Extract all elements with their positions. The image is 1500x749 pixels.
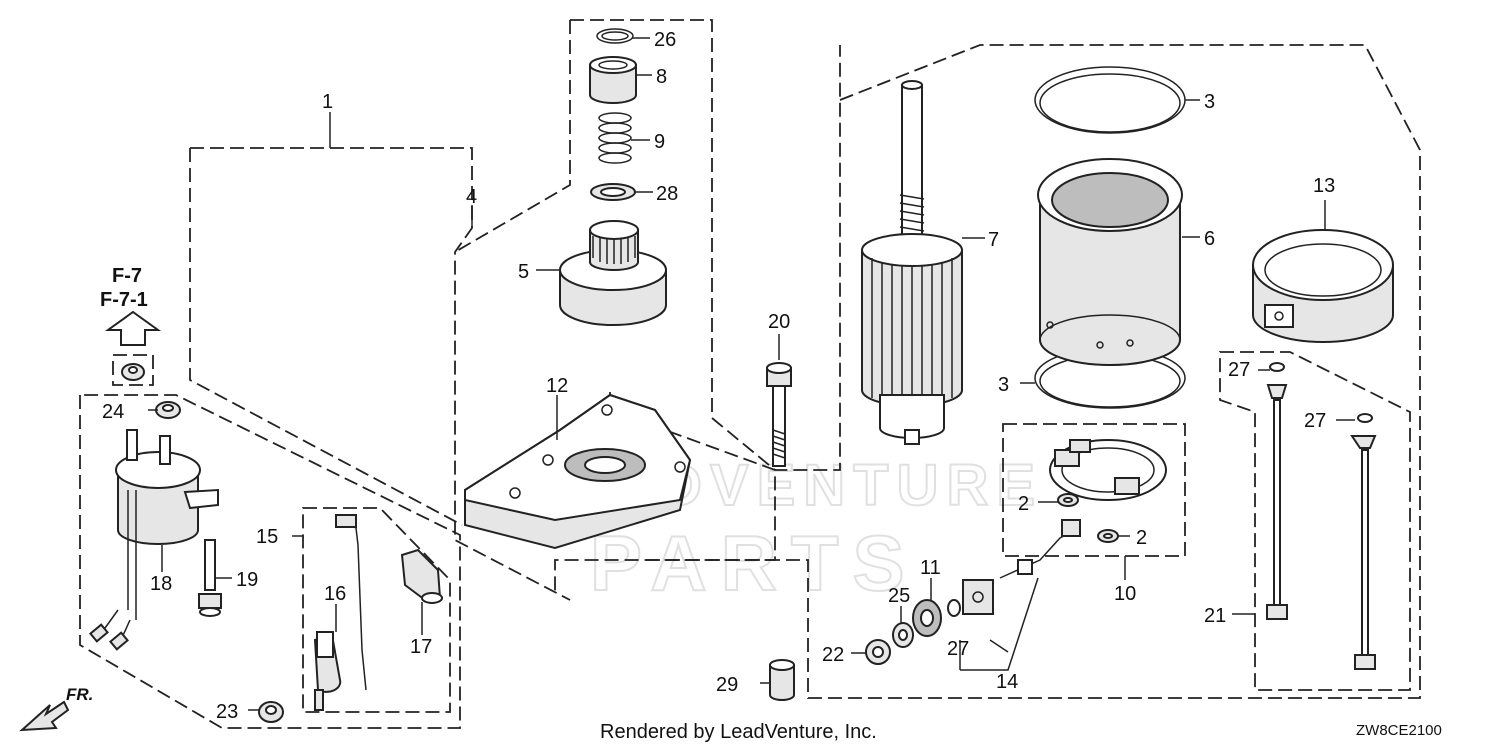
part-12-housing <box>464 393 692 550</box>
part-17-boot <box>400 548 443 604</box>
group-box-armature <box>640 44 1421 699</box>
part-24-nut <box>155 401 181 419</box>
leader-lines <box>148 37 1355 711</box>
svg-text:PARTS: PARTS <box>590 519 919 607</box>
part-13-rear-cover <box>1252 229 1394 343</box>
ref-label-f7-1[interactable]: F-7-1 <box>100 289 148 311</box>
group-box-4 <box>190 147 571 601</box>
callout-12[interactable]: 12 <box>546 375 568 397</box>
diagram-code: ZW8CE2100 <box>1356 722 1442 739</box>
callout-10[interactable]: 10 <box>1114 583 1136 605</box>
part-14-terminal <box>962 519 1081 615</box>
group-box-15 <box>302 507 451 713</box>
part-23-nut <box>258 701 284 723</box>
callout-26[interactable]: 26 <box>654 29 676 51</box>
part-3-o-ring-top <box>1034 66 1186 134</box>
part-2-nut-b <box>1097 529 1119 543</box>
group-box-21 <box>1219 351 1411 691</box>
callout-2-a[interactable]: 2 <box>1018 493 1029 515</box>
callout-17[interactable]: 17 <box>410 636 432 658</box>
group-box-10 <box>1002 423 1186 557</box>
callout-8[interactable]: 8 <box>656 66 667 88</box>
ref-nut <box>112 354 154 386</box>
part-19-bolt <box>198 539 222 617</box>
callout-3-bottom[interactable]: 3 <box>998 374 1009 396</box>
callout-2-b[interactable]: 2 <box>1136 527 1147 549</box>
callout-23[interactable]: 23 <box>216 701 238 723</box>
callout-19[interactable]: 19 <box>236 569 258 591</box>
group-box-solenoid <box>79 394 461 729</box>
callout-29[interactable]: 29 <box>716 674 738 696</box>
part-27-washer-terminal <box>947 599 961 617</box>
callout-14[interactable]: 14 <box>996 671 1018 693</box>
part-29-spacer <box>769 659 795 701</box>
callout-28[interactable]: 28 <box>656 183 678 205</box>
callout-27-b[interactable]: 27 <box>1304 410 1326 432</box>
callout-4[interactable]: 4 <box>466 186 477 208</box>
callout-3-top[interactable]: 3 <box>1204 91 1215 113</box>
callout-16[interactable]: 16 <box>324 583 346 605</box>
callout-27-a[interactable]: 27 <box>1228 359 1250 381</box>
footer-credit: Rendered by LeadVenture, Inc. <box>600 721 877 743</box>
part-28-washer <box>590 183 636 201</box>
part-18-solenoid <box>89 429 219 651</box>
callout-15[interactable]: 15 <box>256 526 278 548</box>
part-6-yoke <box>1037 158 1183 366</box>
ref-label-f7[interactable]: F-7 <box>112 265 142 287</box>
callout-9[interactable]: 9 <box>654 131 665 153</box>
front-label: FR. <box>66 685 93 704</box>
part-9-spring <box>598 112 632 164</box>
part-2-nut-a <box>1057 493 1079 507</box>
callout-1[interactable]: 1 <box>322 91 333 113</box>
callout-13[interactable]: 13 <box>1313 175 1335 197</box>
group-box-4-left <box>189 148 463 526</box>
group-box-12 <box>554 392 776 595</box>
callout-6[interactable]: 6 <box>1204 228 1215 250</box>
part-26-snap-ring <box>596 28 634 44</box>
callout-27-c[interactable]: 27 <box>947 638 969 660</box>
arrow-up-icon <box>104 310 162 346</box>
callout-11[interactable]: 11 <box>920 557 941 579</box>
front-arrow-icon <box>19 700 70 732</box>
part-16-cable <box>313 514 367 711</box>
callout-20[interactable]: 20 <box>768 311 790 333</box>
part-22-nut <box>865 639 891 665</box>
part-20-bolt <box>766 362 792 467</box>
part-25-washer <box>892 622 914 648</box>
part-21-through-bolt-a <box>1266 362 1288 620</box>
part-5-pinion <box>559 220 667 326</box>
callout-18[interactable]: 18 <box>150 573 172 595</box>
callout-7[interactable]: 7 <box>988 229 999 251</box>
callout-22[interactable]: 22 <box>822 644 844 666</box>
callout-21[interactable]: 21 <box>1204 605 1226 627</box>
callout-25[interactable]: 25 <box>888 585 910 607</box>
part-11-insulator <box>912 599 942 637</box>
group-box-drive <box>454 19 841 471</box>
part-8-collar <box>589 56 637 104</box>
part-21-through-bolt-b <box>1350 413 1377 670</box>
part-7-armature <box>861 80 963 445</box>
part-10-brush-holder <box>1049 439 1167 501</box>
callout-5[interactable]: 5 <box>518 261 529 283</box>
callout-24[interactable]: 24 <box>102 401 124 423</box>
